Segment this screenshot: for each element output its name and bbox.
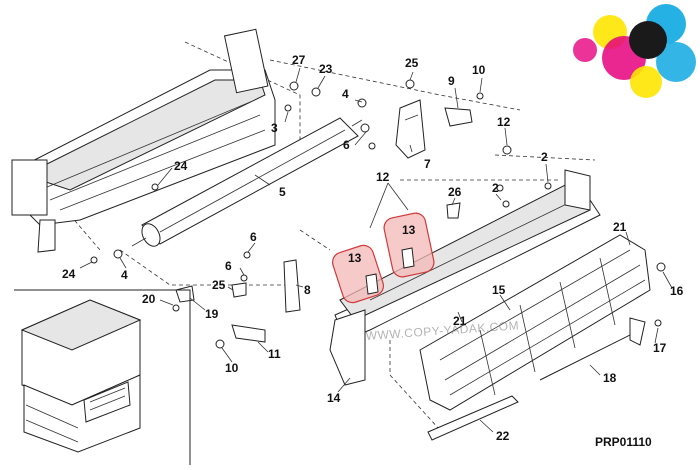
assembly-guide-lines [69,41,596,431]
rod-18 [539,317,646,381]
callout-12: 12 [497,115,511,129]
bracket-7 [395,99,426,159]
callout-22: 22 [496,429,510,443]
callout-24: 24 [174,159,188,173]
callout-10b: 10 [225,361,239,375]
copier-inset [14,289,191,465]
callout-4b: 4 [121,268,128,282]
callout-12b: 12 [376,170,390,184]
callout-6b: 6 [250,230,257,244]
callout-3: 3 [271,121,278,135]
callout-27: 27 [292,53,306,67]
callout-23: 23 [319,62,333,76]
lever-9 [444,107,473,127]
callout-20: 20 [142,292,156,306]
callout-16: 16 [670,284,684,298]
callout-13-left: 13 [348,251,362,265]
callout-15: 15 [492,283,506,297]
callout-21b: 21 [453,314,467,328]
cmyk-logo [573,4,696,98]
callout-4: 4 [342,87,349,101]
callout-labels: 27 23 25 9 10 4 3 12 6 7 2 24 12 2 26 5 … [62,53,684,443]
callout-9: 9 [448,74,455,88]
callout-10: 10 [472,63,486,77]
highlighted-part-13-left [331,244,385,304]
callout-24b: 24 [62,267,76,281]
callout-2b: 2 [492,181,499,195]
strip-22 [427,395,519,441]
callout-6: 6 [343,138,350,152]
lower-frame [329,179,601,386]
upper-fuser-frame [11,28,276,253]
callout-25b: 25 [212,278,226,292]
callout-7: 7 [424,157,431,171]
callout-17: 17 [653,341,667,355]
callout-19: 19 [205,307,219,321]
callout-13-right: 13 [402,223,416,237]
leader-lines [79,67,673,433]
paper-guide-15 [419,234,651,411]
highlighted-part-13-right [383,212,435,278]
callout-18: 18 [603,371,617,385]
heat-roller [131,117,363,247]
small-parts [90,79,666,349]
callout-26: 26 [448,185,462,199]
callout-2: 2 [541,150,548,164]
callout-5: 5 [279,185,286,199]
callout-6c: 6 [225,259,232,273]
diagram-code: PRP01110 [595,435,652,449]
callout-8: 8 [304,283,311,297]
callout-14: 14 [327,391,341,405]
callout-25: 25 [405,56,419,70]
callout-21: 21 [613,220,627,234]
callout-11: 11 [268,347,281,361]
